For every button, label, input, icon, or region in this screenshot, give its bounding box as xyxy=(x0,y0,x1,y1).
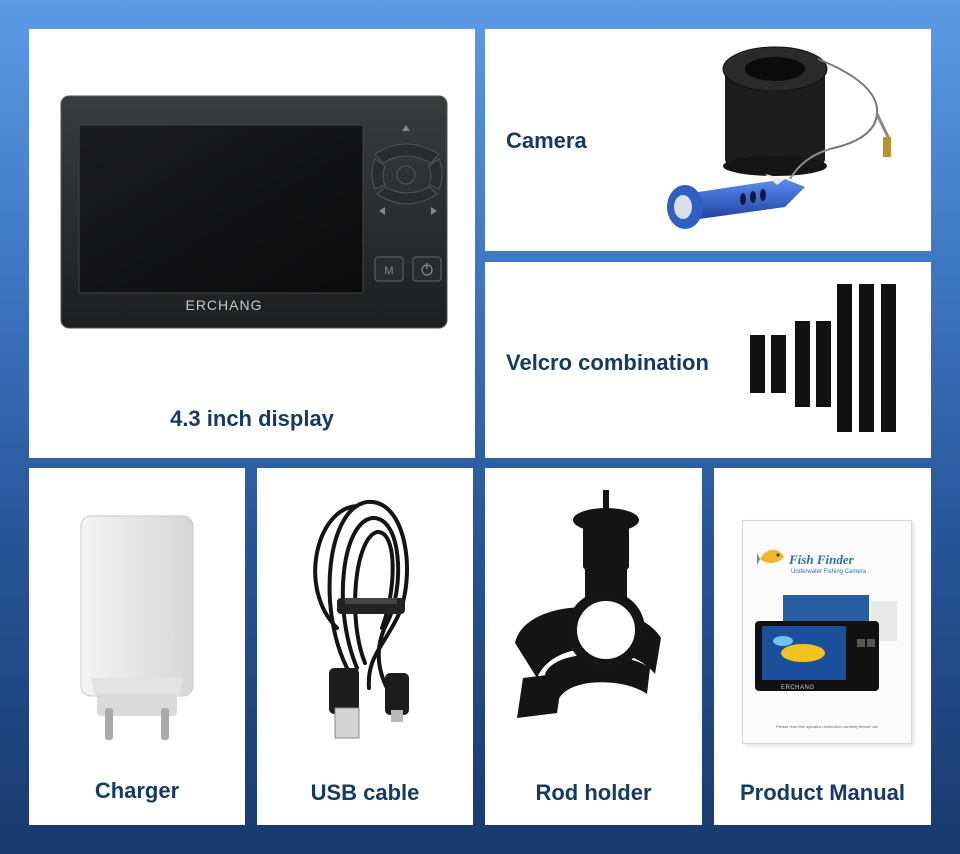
display-panel: M ERCHANG 4.3 inch display xyxy=(29,29,475,458)
menu-button-icon: M xyxy=(374,256,404,282)
camera-label: Camera xyxy=(506,128,587,153)
usb-cable-image xyxy=(313,499,409,739)
velcro-label: Velcro combination xyxy=(506,350,709,375)
camera-image xyxy=(667,46,891,229)
manual-booklet: Fish Finder Underwater Fishing Camera ER… xyxy=(742,520,912,744)
arrow-right-icon xyxy=(431,207,437,215)
usb-cable-panel: USB cable xyxy=(257,468,473,825)
velcro-strips-image xyxy=(750,284,896,432)
charger-image xyxy=(80,515,194,740)
velcro-panel: Velcro combination xyxy=(485,262,931,458)
charger-label: Charger xyxy=(94,778,180,803)
rod-holder-label: Rod holder xyxy=(535,780,652,805)
display-monitor-image: M xyxy=(60,95,448,329)
manual-footer-note: Please read this operation instruction c… xyxy=(776,724,878,729)
manual-device-illustration xyxy=(755,595,897,691)
arrow-up-icon xyxy=(402,125,410,131)
display-label: 4.3 inch display xyxy=(170,406,334,431)
svg-text:M: M xyxy=(384,265,393,277)
manual-subtitle: Underwater Fishing Camera xyxy=(791,569,867,575)
product-manual-panel: Fish Finder Underwater Fishing Camera ER… xyxy=(714,468,931,825)
usb-cable-label: USB cable xyxy=(310,780,420,805)
charger-panel: Charger xyxy=(29,468,245,825)
manual-device-brand: ERCHANG xyxy=(781,685,815,691)
camera-panel: Camera xyxy=(485,29,931,251)
fish-finder-logo-text: Fish Finder xyxy=(789,552,854,567)
product-manual-label: Product Manual xyxy=(739,780,905,805)
power-button-icon xyxy=(412,256,442,282)
rod-holder-panel: Rod holder xyxy=(485,468,702,825)
rod-holder-image xyxy=(515,490,661,718)
arrow-left-icon xyxy=(379,207,385,215)
display-brand-text: ERCHANG xyxy=(185,297,263,313)
fish-logo-icon xyxy=(757,549,784,565)
